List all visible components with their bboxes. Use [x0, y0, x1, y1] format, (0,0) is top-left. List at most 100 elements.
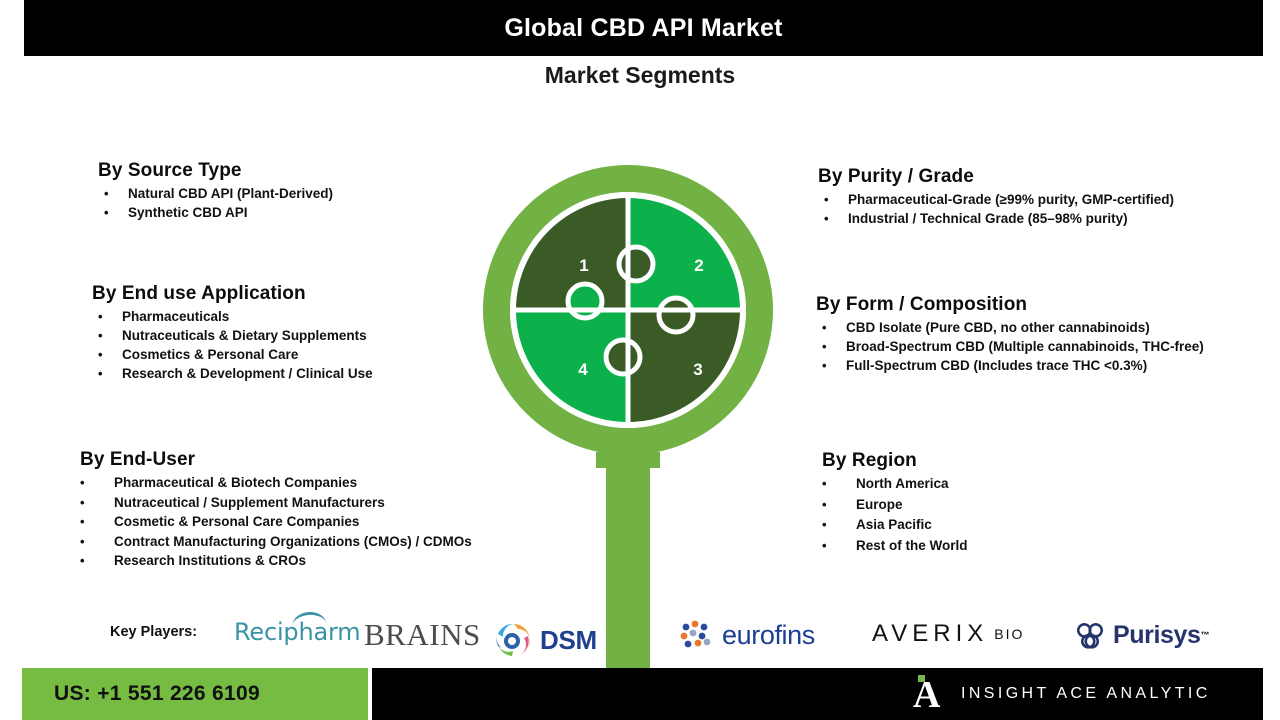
segment-by-end-use-application: By End use Application •Pharmaceuticals … — [92, 283, 373, 383]
list-item: • Cosmetic & Personal Care Companies — [80, 512, 472, 532]
segment-by-end-user: By End-User • Pharmaceutical & Biotech Co… — [80, 449, 472, 571]
list-item: • Industrial / Technical Grade (85–98% pu… — [818, 209, 1174, 228]
logo-text: Recipharm — [234, 618, 361, 646]
list-item-label: Pharmaceutical-Grade (≥99% purity, GMP-c… — [848, 192, 1174, 207]
segment-heading-end-use-application: By End use Application — [92, 283, 306, 304]
footer-phone-block[interactable]: US: +1 551 226 6109 — [22, 668, 368, 720]
logo-text: AVERIX — [872, 620, 989, 647]
segment-list-end-use-application: •Pharmaceuticals •Nutraceuticals & Dieta… — [92, 307, 373, 383]
list-item: • Contract Manufacturing Organizations (C… — [80, 532, 472, 552]
bullet-icon: • — [104, 186, 109, 201]
segment-list-end-user: • Pharmaceutical & Biotech Companies • Nut… — [80, 473, 472, 571]
footer-brand-name: INSIGHT ACE ANALYTIC — [961, 685, 1211, 702]
list-item: •Synthetic CBD API — [98, 203, 333, 222]
logo-text: DSM — [540, 624, 597, 655]
logo-text: BRAINS — [364, 617, 481, 652]
logo-letter: A — [913, 674, 941, 716]
list-item: •Research Institutions & CROs — [80, 551, 472, 571]
bullet-icon: • — [822, 496, 827, 512]
bullet-icon: • — [80, 494, 85, 510]
list-item-label: Rest of the World — [856, 537, 968, 553]
list-item-label: Europe — [856, 496, 903, 512]
puzzle-piece-number-1: 1 — [579, 256, 589, 275]
bullet-icon: • — [98, 347, 103, 362]
list-item: • Cosmetics & Personal Care — [92, 345, 373, 364]
puzzle-piece-number-4: 4 — [578, 360, 588, 379]
logo-suffix: BIO — [994, 626, 1025, 642]
list-item: • North America — [822, 474, 968, 495]
list-item: • Natural CBD API (Plant-Derived) — [98, 184, 333, 203]
segment-heading-purity-grade: By Purity / Grade — [818, 166, 974, 187]
segment-by-region: By Region • North America • Europe •Asia P… — [822, 450, 968, 556]
list-item-label: Pharmaceuticals — [122, 309, 230, 324]
bullet-icon: • — [822, 537, 827, 553]
list-item: • Full-Spectrum CBD (Includes trace THC <… — [816, 356, 1204, 375]
list-item-label: North America — [856, 476, 949, 491]
segment-by-form-composition: By Form / Composition • CBD Isolate (Pure… — [816, 294, 1204, 375]
segment-by-purity-grade: By Purity / Grade • Pharmaceutical-Grade … — [818, 166, 1174, 228]
bullet-icon: • — [824, 192, 829, 207]
bullet-icon: • — [80, 514, 85, 529]
bullet-icon: • — [80, 533, 85, 549]
bullet-icon: • — [822, 476, 827, 491]
list-item: •Asia Pacific — [822, 515, 968, 536]
footer-phone-number: US: +1 551 226 6109 — [54, 682, 260, 705]
segment-list-purity-grade: • Pharmaceutical-Grade (≥99% purity, GMP-… — [818, 190, 1174, 228]
logo-dsm: DSM — [492, 620, 597, 660]
page-title: Global CBD API Market — [504, 13, 783, 42]
bullet-icon: • — [98, 328, 103, 343]
list-item: • Research & Development / Clinical Use — [92, 364, 373, 383]
trademark-symbol: ™ — [1200, 630, 1210, 640]
list-item: •Pharmaceuticals — [92, 307, 373, 326]
bullet-icon: • — [822, 517, 827, 532]
segment-list-form-composition: • CBD Isolate (Pure CBD, no other cannabi… — [816, 318, 1204, 375]
segment-heading-form-composition: By Form / Composition — [816, 294, 1028, 315]
bullet-icon: • — [104, 205, 109, 220]
dsm-swirl-icon — [496, 623, 531, 656]
bullet-icon: • — [824, 211, 829, 226]
list-item-label: Broad-Spectrum CBD (Multiple cannabinoid… — [846, 339, 1204, 354]
magnifier-icon — [483, 165, 773, 670]
header-bar: Global CBD API Market — [24, 0, 1263, 56]
footer-brand-block: A INSIGHT ACE ANALYTIC — [372, 668, 1263, 720]
list-item-label: Nutraceuticals & Dietary Supplements — [122, 328, 367, 343]
list-item-label: Contract Manufacturing Organizations (CM… — [114, 533, 472, 549]
list-item-label: Cosmetics & Personal Care — [122, 347, 299, 362]
recipharm-swoosh-icon — [291, 610, 327, 627]
insight-ace-logo-icon: A — [913, 674, 941, 716]
bullet-icon: • — [822, 358, 827, 373]
segment-by-source-type: By Source Type • Natural CBD API (Plant-D… — [98, 160, 333, 222]
list-item-label: CBD Isolate (Pure CBD, no other cannabin… — [846, 320, 1150, 335]
bullet-icon: • — [80, 475, 85, 490]
list-item-label: Pharmaceutical & Biotech Companies — [114, 475, 358, 490]
list-item: • Nutraceutical / Supplement Manufacturer… — [80, 493, 472, 513]
list-item: • Broad-Spectrum CBD (Multiple cannabinoi… — [816, 337, 1204, 356]
logo-purisys: Purisys ™ — [1072, 618, 1210, 652]
logo-text: Purisys — [1113, 620, 1201, 649]
logo-eurofins: eurofins — [678, 618, 815, 652]
segment-list-source-type: • Natural CBD API (Plant-Derived) •Synthe… — [98, 184, 333, 222]
bullet-icon: • — [80, 553, 85, 568]
logo-averix-bio: AVERIX BIO — [872, 620, 1024, 648]
bullet-icon: • — [98, 366, 103, 381]
list-item-label: Research & Development / Clinical Use — [122, 366, 373, 381]
puzzle-piece-number-3: 3 — [693, 360, 703, 379]
list-item-label: Nutraceutical / Supplement Manufacturers — [114, 494, 385, 510]
list-item: • Rest of the World — [822, 536, 968, 557]
purisys-clover-icon — [1076, 623, 1104, 649]
list-item-label: Full-Spectrum CBD (Includes trace THC <0… — [846, 358, 1148, 373]
segment-heading-source-type: By Source Type — [98, 160, 242, 181]
logo-recipharm: Recipharm — [234, 610, 361, 646]
list-item: • Nutraceuticals & Dietary Supplements — [92, 326, 373, 345]
logo-text: eurofins — [722, 619, 815, 650]
list-item-label: Cosmetic & Personal Care Companies — [114, 514, 360, 529]
bullet-icon: • — [822, 339, 827, 354]
list-item-label: Natural CBD API (Plant-Derived) — [128, 186, 334, 201]
bullet-icon: • — [822, 320, 827, 335]
list-item: • CBD Isolate (Pure CBD, no other cannabi… — [816, 318, 1204, 337]
segment-heading-region: By Region — [822, 450, 917, 471]
list-item: • Pharmaceutical & Biotech Companies — [80, 473, 472, 493]
segment-heading-end-user: By End-User — [80, 449, 196, 470]
list-item-label: Industrial / Technical Grade (85–98% pur… — [848, 211, 1128, 226]
key-players-label: Key Players: — [110, 624, 198, 640]
